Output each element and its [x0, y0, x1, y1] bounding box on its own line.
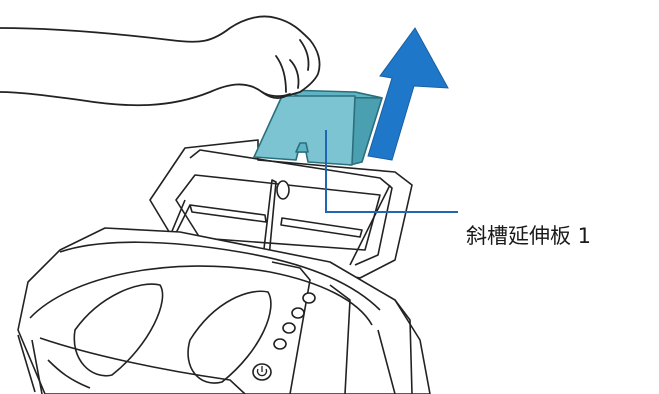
thumb — [275, 55, 300, 93]
callout-label: 斜槽延伸板 1 — [466, 224, 592, 248]
panel-left — [73, 283, 164, 377]
button-3[interactable] — [282, 322, 296, 334]
paper-guide-left — [189, 204, 267, 223]
leader-line — [325, 130, 458, 213]
button-2[interactable] — [291, 307, 305, 319]
guide-knob — [276, 180, 290, 200]
button-4[interactable] — [273, 338, 287, 350]
up-arrow-icon — [367, 27, 449, 161]
arm — [0, 15, 321, 107]
body-front — [17, 227, 431, 394]
chute-extension — [253, 89, 383, 166]
chute-inner — [189, 149, 393, 266]
extension-notch — [295, 142, 309, 153]
button-1[interactable] — [302, 292, 316, 304]
side-detail — [377, 299, 413, 394]
body-top — [59, 241, 381, 311]
body-rim — [29, 265, 373, 326]
scanner — [17, 139, 431, 394]
hand-illustration — [0, 15, 321, 107]
panel-right — [187, 290, 272, 384]
chute-tray — [175, 174, 381, 251]
control-panel — [271, 261, 351, 394]
body-front-edge — [31, 337, 246, 394]
power-icon — [256, 366, 268, 377]
body-lower-left — [17, 334, 91, 393]
paper-guide-right — [280, 217, 363, 238]
fingers — [261, 39, 310, 98]
extension-face — [253, 95, 356, 166]
